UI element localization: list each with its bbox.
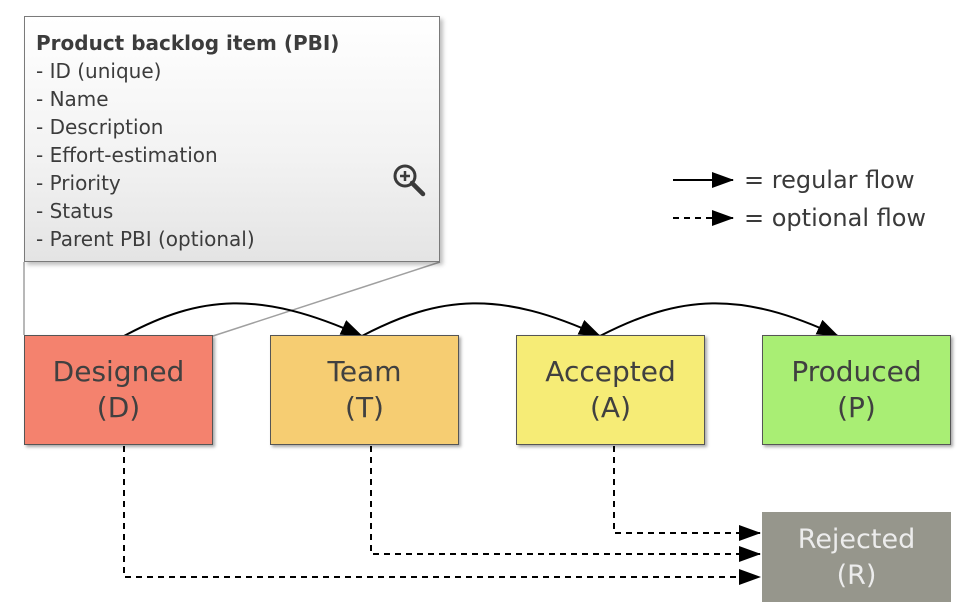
state-produced: Produced (P) xyxy=(762,335,951,445)
flow-team-to-rejected xyxy=(370,446,761,562)
legend-optional-label: = optional flow xyxy=(744,204,927,232)
state-produced-code: (P) xyxy=(837,391,876,424)
pbi-field-name: - Name xyxy=(36,87,109,111)
callout-line-right xyxy=(212,261,441,337)
pbi-title: Product backlog item (PBI) xyxy=(36,31,340,55)
state-designed-code: (D) xyxy=(96,391,141,424)
zoom-in-icon[interactable] xyxy=(391,162,427,198)
pbi-field-effort: - Effort-estimation xyxy=(36,143,218,167)
state-team-name: Team xyxy=(327,355,402,388)
flow-accepted-to-rejected xyxy=(613,446,761,541)
flow-designed-to-rejected xyxy=(123,446,761,585)
state-team: Team (T) xyxy=(270,335,459,445)
flow-designed-to-team xyxy=(123,302,363,337)
flow-team-to-accepted xyxy=(361,302,601,337)
state-team-code: (T) xyxy=(345,391,384,424)
state-rejected-name: Rejected xyxy=(797,524,916,555)
state-accepted: Accepted (A) xyxy=(516,335,705,445)
state-designed-name: Designed xyxy=(52,355,185,388)
state-rejected: Rejected (R) xyxy=(762,512,951,602)
pbi-field-status: - Status xyxy=(36,199,114,223)
pbi-field-id: - ID (unique) xyxy=(36,59,162,83)
pbi-field-priority: - Priority xyxy=(36,171,121,195)
state-designed: Designed (D) xyxy=(24,335,213,445)
flow-accepted-to-produced xyxy=(599,302,839,337)
pbi-callout: Product backlog item (PBI) - ID (unique)… xyxy=(24,16,440,262)
pbi-field-description: - Description xyxy=(36,115,164,139)
state-rejected-code: (R) xyxy=(836,560,877,591)
state-accepted-name: Accepted xyxy=(545,355,676,388)
state-produced-name: Produced xyxy=(791,355,922,388)
state-accepted-code: (A) xyxy=(589,391,631,424)
pbi-field-parent: - Parent PBI (optional) xyxy=(36,227,255,251)
legend-regular-label: = regular flow xyxy=(744,166,915,194)
